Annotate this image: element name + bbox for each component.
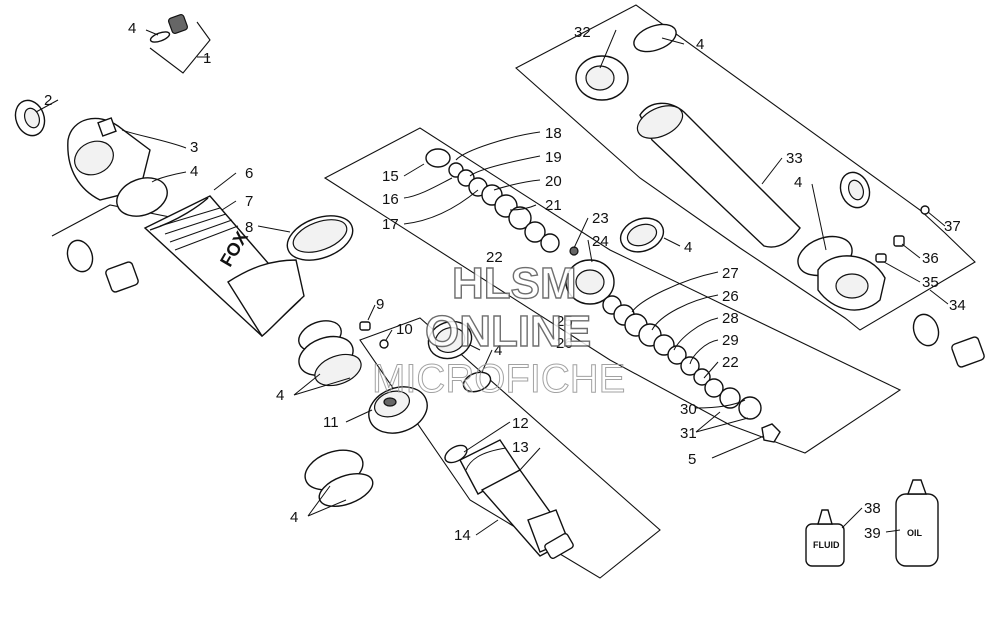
label-5: 5 <box>688 451 696 468</box>
label-26-left: 26 <box>556 335 573 352</box>
label-11: 11 <box>323 414 339 431</box>
watermark-line-3: MICROFICHE <box>372 357 625 401</box>
top-cap-bracket <box>149 21 211 74</box>
lower-bushing-pair <box>66 239 139 293</box>
label-14: 14 <box>454 527 471 544</box>
label-39: 39 <box>864 525 881 542</box>
bushing-ring-8 <box>286 215 354 261</box>
label-23: 23 <box>592 210 609 227</box>
label-4-lower-seals: 4 <box>290 509 298 526</box>
label-33: 33 <box>786 150 803 167</box>
eyelet-bushing-left <box>14 99 46 137</box>
label-20: 20 <box>545 173 562 190</box>
part-labels: 1 2 3 4 4 6 7 8 9 10 4 4 11 4 12 13 14 1… <box>44 20 966 544</box>
bushing-right-top <box>839 171 871 209</box>
top-panel-outline <box>515 4 976 331</box>
lower-shim-stack <box>602 295 781 443</box>
fluid-bottle: FLUID <box>805 509 845 567</box>
label-12: 12 <box>512 415 529 432</box>
label-26-right: 26 <box>722 288 739 305</box>
label-17: 17 <box>382 216 399 233</box>
label-30: 30 <box>680 401 697 418</box>
reservoir-cap-assembly <box>149 13 189 43</box>
small-parts-35-37 <box>875 205 930 263</box>
label-21: 21 <box>545 197 562 214</box>
label-24: 24 <box>592 233 609 250</box>
piston-assembly-11 <box>368 386 428 434</box>
label-1: 1 <box>203 50 211 67</box>
label-4-top-right: 4 <box>696 36 704 53</box>
label-13: 13 <box>512 439 529 456</box>
label-4-left-seals: 4 <box>276 387 284 404</box>
label-16: 16 <box>382 191 399 208</box>
shim-stack <box>425 148 579 256</box>
seal-stack-4 <box>298 320 362 387</box>
body-cap-eyelet <box>67 117 151 201</box>
label-15: 15 <box>382 168 399 185</box>
label-38: 38 <box>864 500 881 517</box>
label-27: 27 <box>722 265 739 282</box>
o-ring-4a <box>116 177 168 217</box>
label-35: 35 <box>922 274 939 291</box>
label-18: 18 <box>545 125 562 142</box>
label-4-center: 4 <box>684 239 692 256</box>
center-panel-outline <box>323 127 902 454</box>
label-8: 8 <box>245 219 253 236</box>
small-parts-9-10 <box>359 321 389 349</box>
leader-lines <box>35 29 949 536</box>
oil-bottle: OIL <box>895 479 939 567</box>
watermark-line-1: HLSM <box>452 259 577 308</box>
label-34: 34 <box>949 297 966 314</box>
label-4-right-rings: 4 <box>494 342 502 359</box>
fluid-bottle-label: FLUID <box>813 540 840 550</box>
rings-4-right <box>427 320 492 393</box>
reservoir-cap-32 <box>575 23 677 101</box>
label-31: 31 <box>680 425 697 442</box>
shaft-assembly-12-14 <box>444 439 574 560</box>
label-25: 25 <box>556 313 573 330</box>
reservoir-end-34 <box>797 235 886 311</box>
label-10: 10 <box>396 321 413 338</box>
watermark-line-2: ONLINE <box>425 307 591 356</box>
shock-body-cylinder: FOX <box>143 195 305 338</box>
label-37: 37 <box>944 218 961 235</box>
label-4-top-left: 4 <box>128 20 136 37</box>
label-2: 2 <box>44 92 52 109</box>
label-29: 29 <box>722 332 739 349</box>
piston-24 <box>565 259 615 305</box>
label-36: 36 <box>922 250 939 267</box>
label-3: 3 <box>190 139 198 156</box>
ring-4-center <box>619 217 665 253</box>
label-28: 28 <box>722 310 739 327</box>
label-6: 6 <box>245 165 253 182</box>
label-22-bottom: 22 <box>722 354 739 371</box>
watermark: HLSM ONLINE MICROFICHE <box>372 258 626 401</box>
oil-bottle-label: OIL <box>907 528 923 538</box>
label-19: 19 <box>545 149 562 166</box>
reservoir-body-33 <box>636 102 801 248</box>
label-22-top: 22 <box>486 249 503 266</box>
label-7: 7 <box>245 193 253 210</box>
label-4-body: 4 <box>190 163 198 180</box>
lower-seals-4 <box>304 449 374 507</box>
label-4-reservoir: 4 <box>794 174 802 191</box>
label-32: 32 <box>574 24 591 41</box>
bushing-pair-right <box>912 313 985 368</box>
lower-panel-outline <box>359 317 661 579</box>
label-9: 9 <box>376 296 384 313</box>
